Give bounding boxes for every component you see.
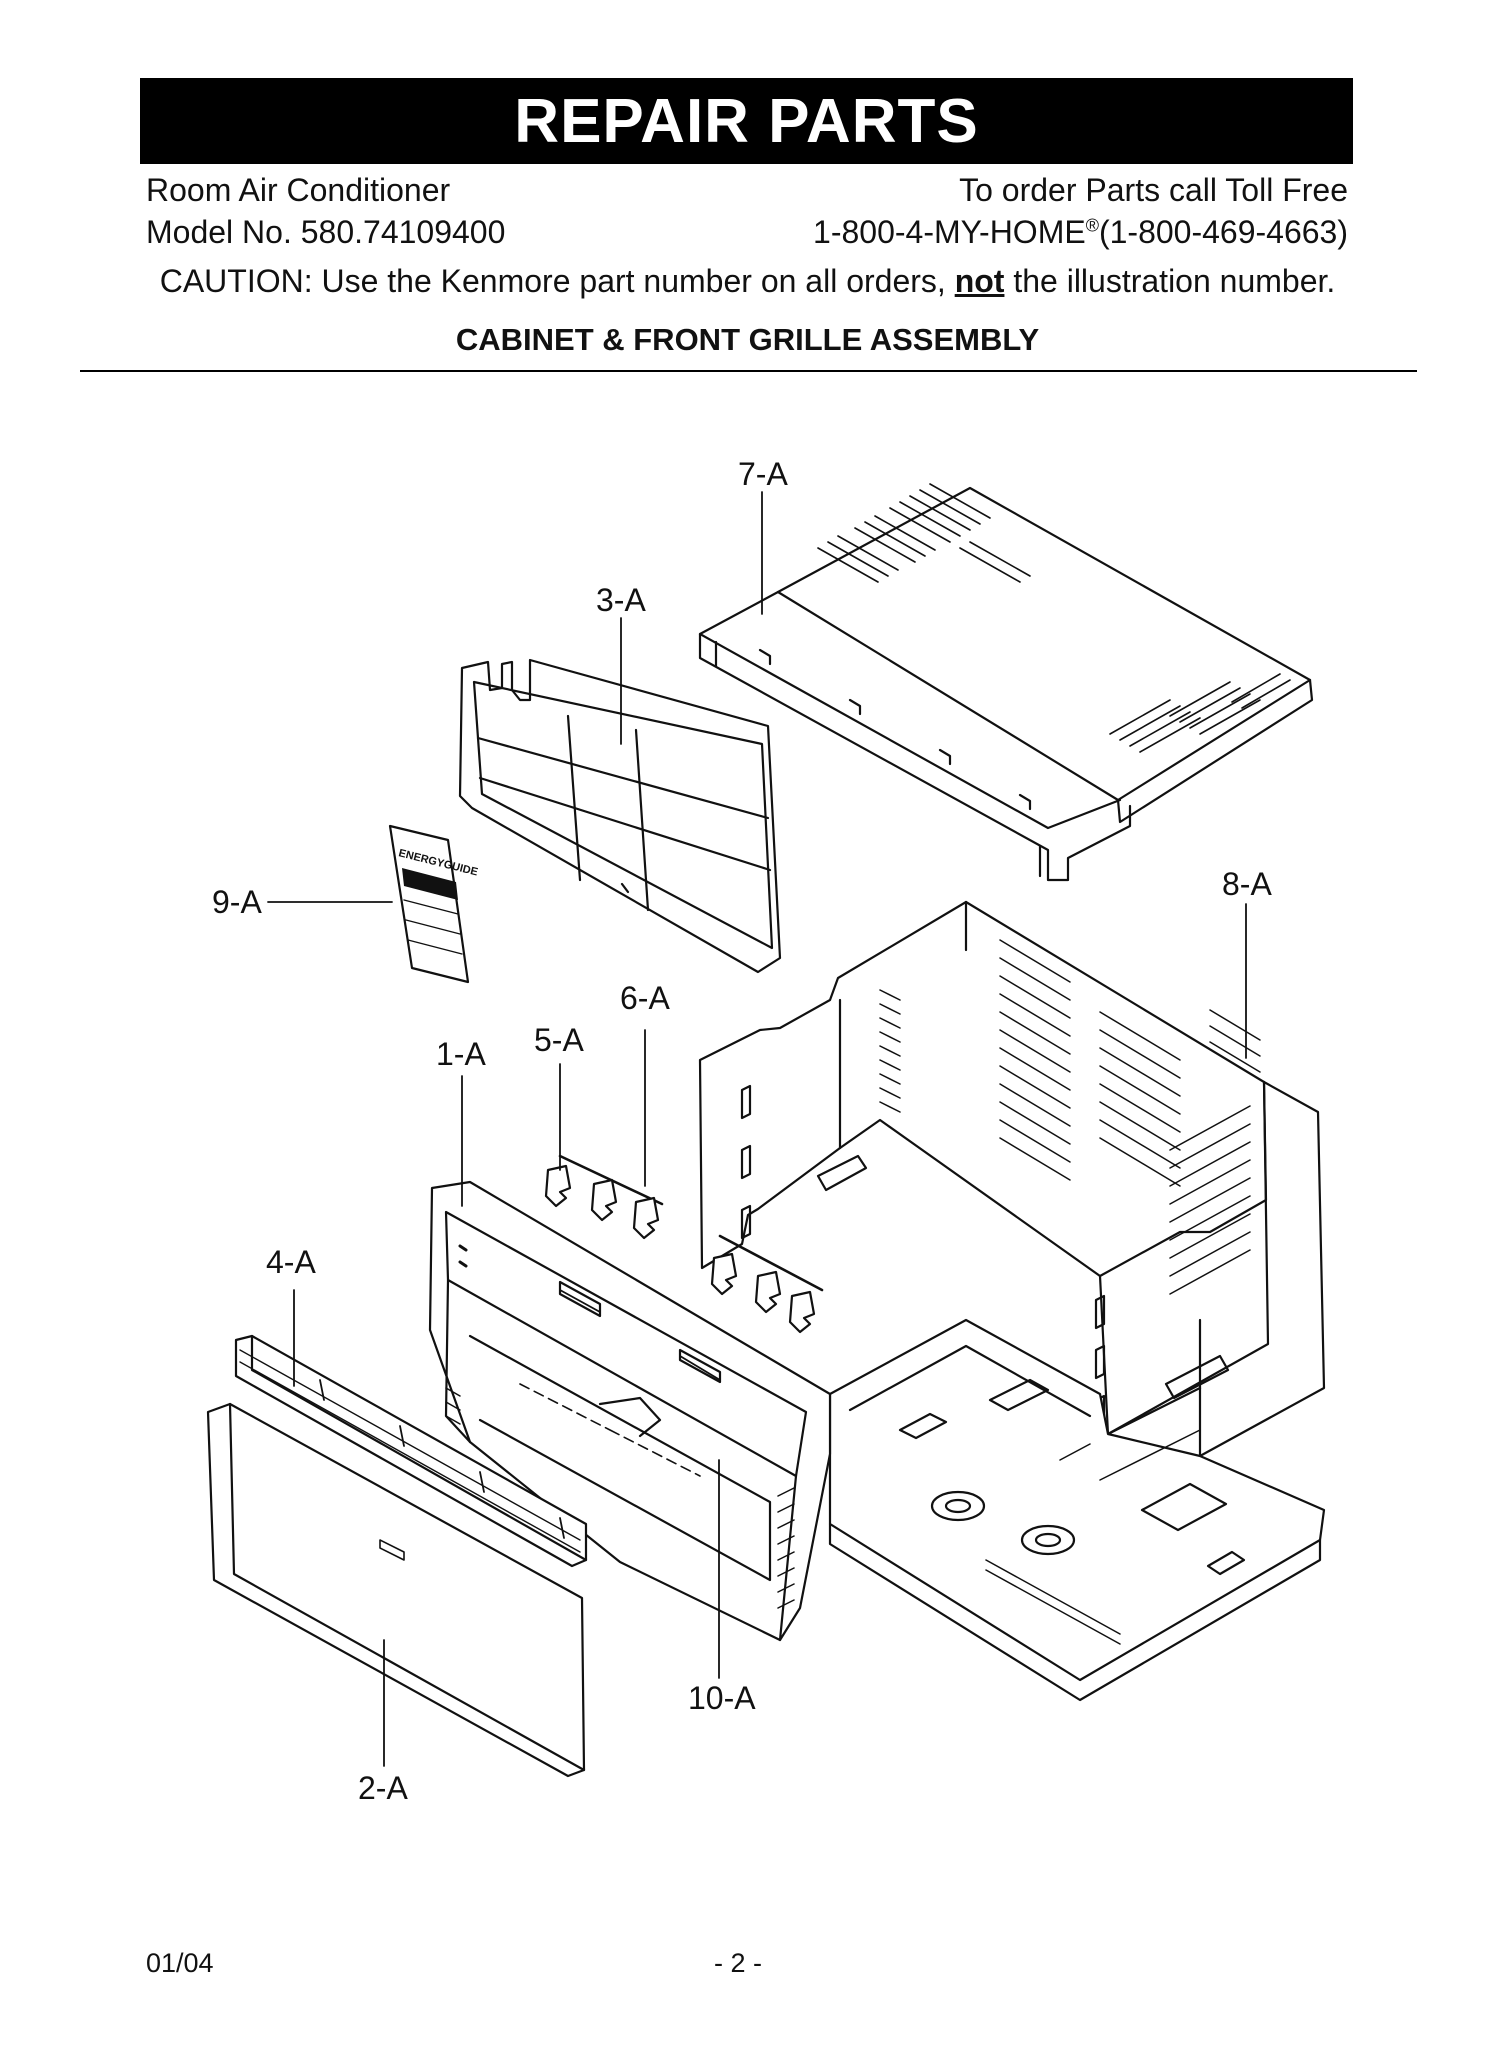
leader-lines (267, 491, 1247, 1767)
phone-suffix: (1-800-469-4663) (1098, 214, 1348, 250)
energy-guide-label: ENERGYGUIDE (388, 824, 479, 984)
product-name: Room Air Conditioner (146, 172, 451, 208)
order-line: To order Parts call Toll Free (959, 172, 1348, 208)
cabinet-louvers (879, 939, 1261, 1295)
callout-9a: 9-A (212, 884, 262, 920)
callout-8a: 8-A (1222, 866, 1272, 902)
footer-date: 01/04 (146, 1948, 214, 1978)
cabinet-shell-part (698, 900, 1326, 1458)
phone-number: 1-800-4-MY-HOME®(1-800-469-4663) (813, 214, 1348, 251)
divider (80, 370, 1417, 372)
model-number: Model No. 580.74109400 (146, 214, 506, 250)
page-number: - 2 - (714, 1948, 763, 1978)
louver-clips-upper (544, 1154, 664, 1240)
callout-5a: 5-A (534, 1022, 584, 1058)
caution-note: CAUTION: Use the Kenmore part number on … (0, 263, 1495, 300)
front-panel-part (206, 1402, 586, 1778)
caution-text: CAUTION: Use the Kenmore part number on … (159, 263, 955, 299)
top-vents-front (1109, 673, 1291, 753)
caution-text-end: the illustration number. (1004, 263, 1336, 299)
air-filter-part (458, 658, 782, 974)
louver-bar-part (234, 1334, 588, 1568)
callout-10a: 10-A (688, 1680, 756, 1716)
top-vents-rear (817, 483, 1031, 583)
section-title: CABINET & FRONT GRILLE ASSEMBLY (455, 322, 1040, 357)
frame-side-vents (445, 1387, 795, 1609)
phone-prefix: 1-800-4-MY-HOME (813, 214, 1086, 250)
callout-3a: 3-A (596, 582, 646, 618)
page-title: REPAIR PARTS (514, 86, 979, 156)
registered-mark: ® (1085, 215, 1099, 236)
front-frame-part (428, 1180, 832, 1642)
callout-6a: 6-A (620, 980, 670, 1016)
base-pan-part (828, 1318, 1326, 1702)
callout-7a: 7-A (738, 456, 788, 492)
callout-1a: 1-A (436, 1036, 486, 1072)
title-banner: REPAIR PARTS (140, 78, 1353, 164)
louver-clips-lower (710, 1234, 824, 1334)
callout-4a: 4-A (266, 1244, 316, 1280)
callout-2a: 2-A (358, 1770, 408, 1806)
caution-emphasis: not (954, 263, 1005, 299)
top-cover-part (698, 483, 1314, 882)
